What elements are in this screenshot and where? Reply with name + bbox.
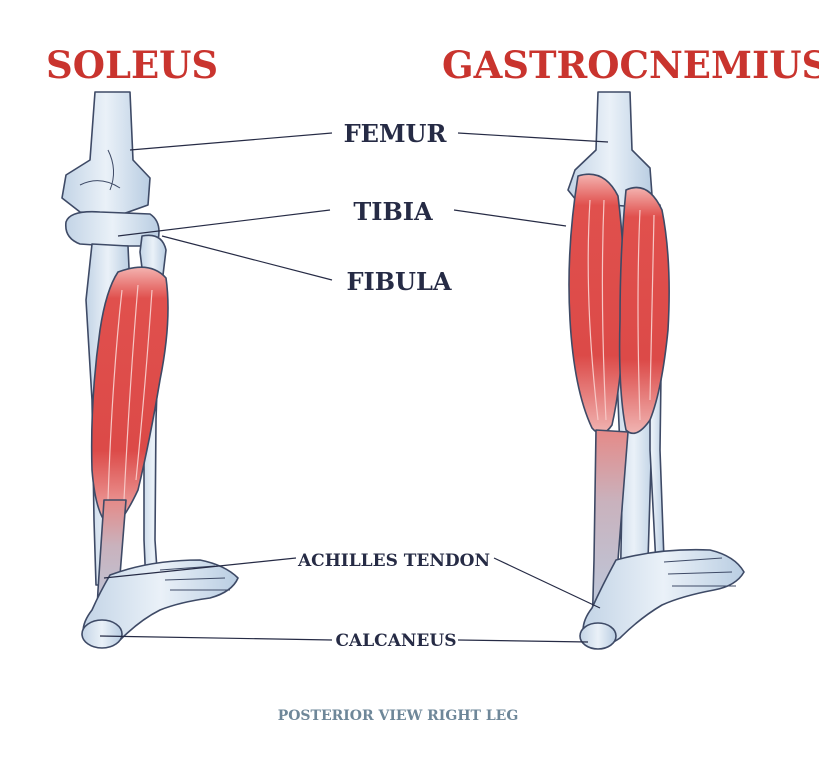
- tibia-leader-left: [117, 209, 331, 237]
- gastrocnemius-lateral-head: [618, 186, 670, 435]
- femur-leader-right: [457, 132, 609, 143]
- calcaneus-leader-right: [457, 639, 589, 643]
- achilles-leader-right: [493, 557, 601, 609]
- leader-lines: [99, 132, 609, 643]
- tibia-label: TIBIA: [353, 197, 433, 226]
- calcaneus-bone-left: [81, 619, 123, 649]
- soleus-leg: [61, 91, 239, 649]
- gastrocnemius-leg: [567, 91, 745, 650]
- fibula-label: FIBULA: [347, 267, 452, 296]
- calcaneus-bone-right: [579, 622, 617, 650]
- gastrocnemius-title: GASTROCNEMIUS: [442, 43, 819, 87]
- femur-label: FEMUR: [344, 119, 448, 148]
- fibula-leader-left: [161, 235, 333, 281]
- foot-bones-left: [82, 559, 239, 648]
- gastrocnemius-medial-head: [568, 173, 626, 435]
- femur-leader-left: [129, 132, 333, 151]
- tibia-head-left: [64, 210, 160, 247]
- foot-bones-right: [582, 548, 745, 647]
- tibia-leader-right: [453, 209, 567, 227]
- achilles-leader-left: [103, 557, 297, 579]
- calcaneus-leader-left: [99, 635, 333, 641]
- soleus-title: SOLEUS: [46, 43, 218, 87]
- calcaneus-label: CALCANEUS: [336, 631, 457, 651]
- femur-bone-left: [61, 91, 151, 216]
- achilles-tendon-label: ACHILLES TENDON: [297, 551, 490, 571]
- view-caption: POSTERIOR VIEW RIGHT LEG: [278, 708, 519, 724]
